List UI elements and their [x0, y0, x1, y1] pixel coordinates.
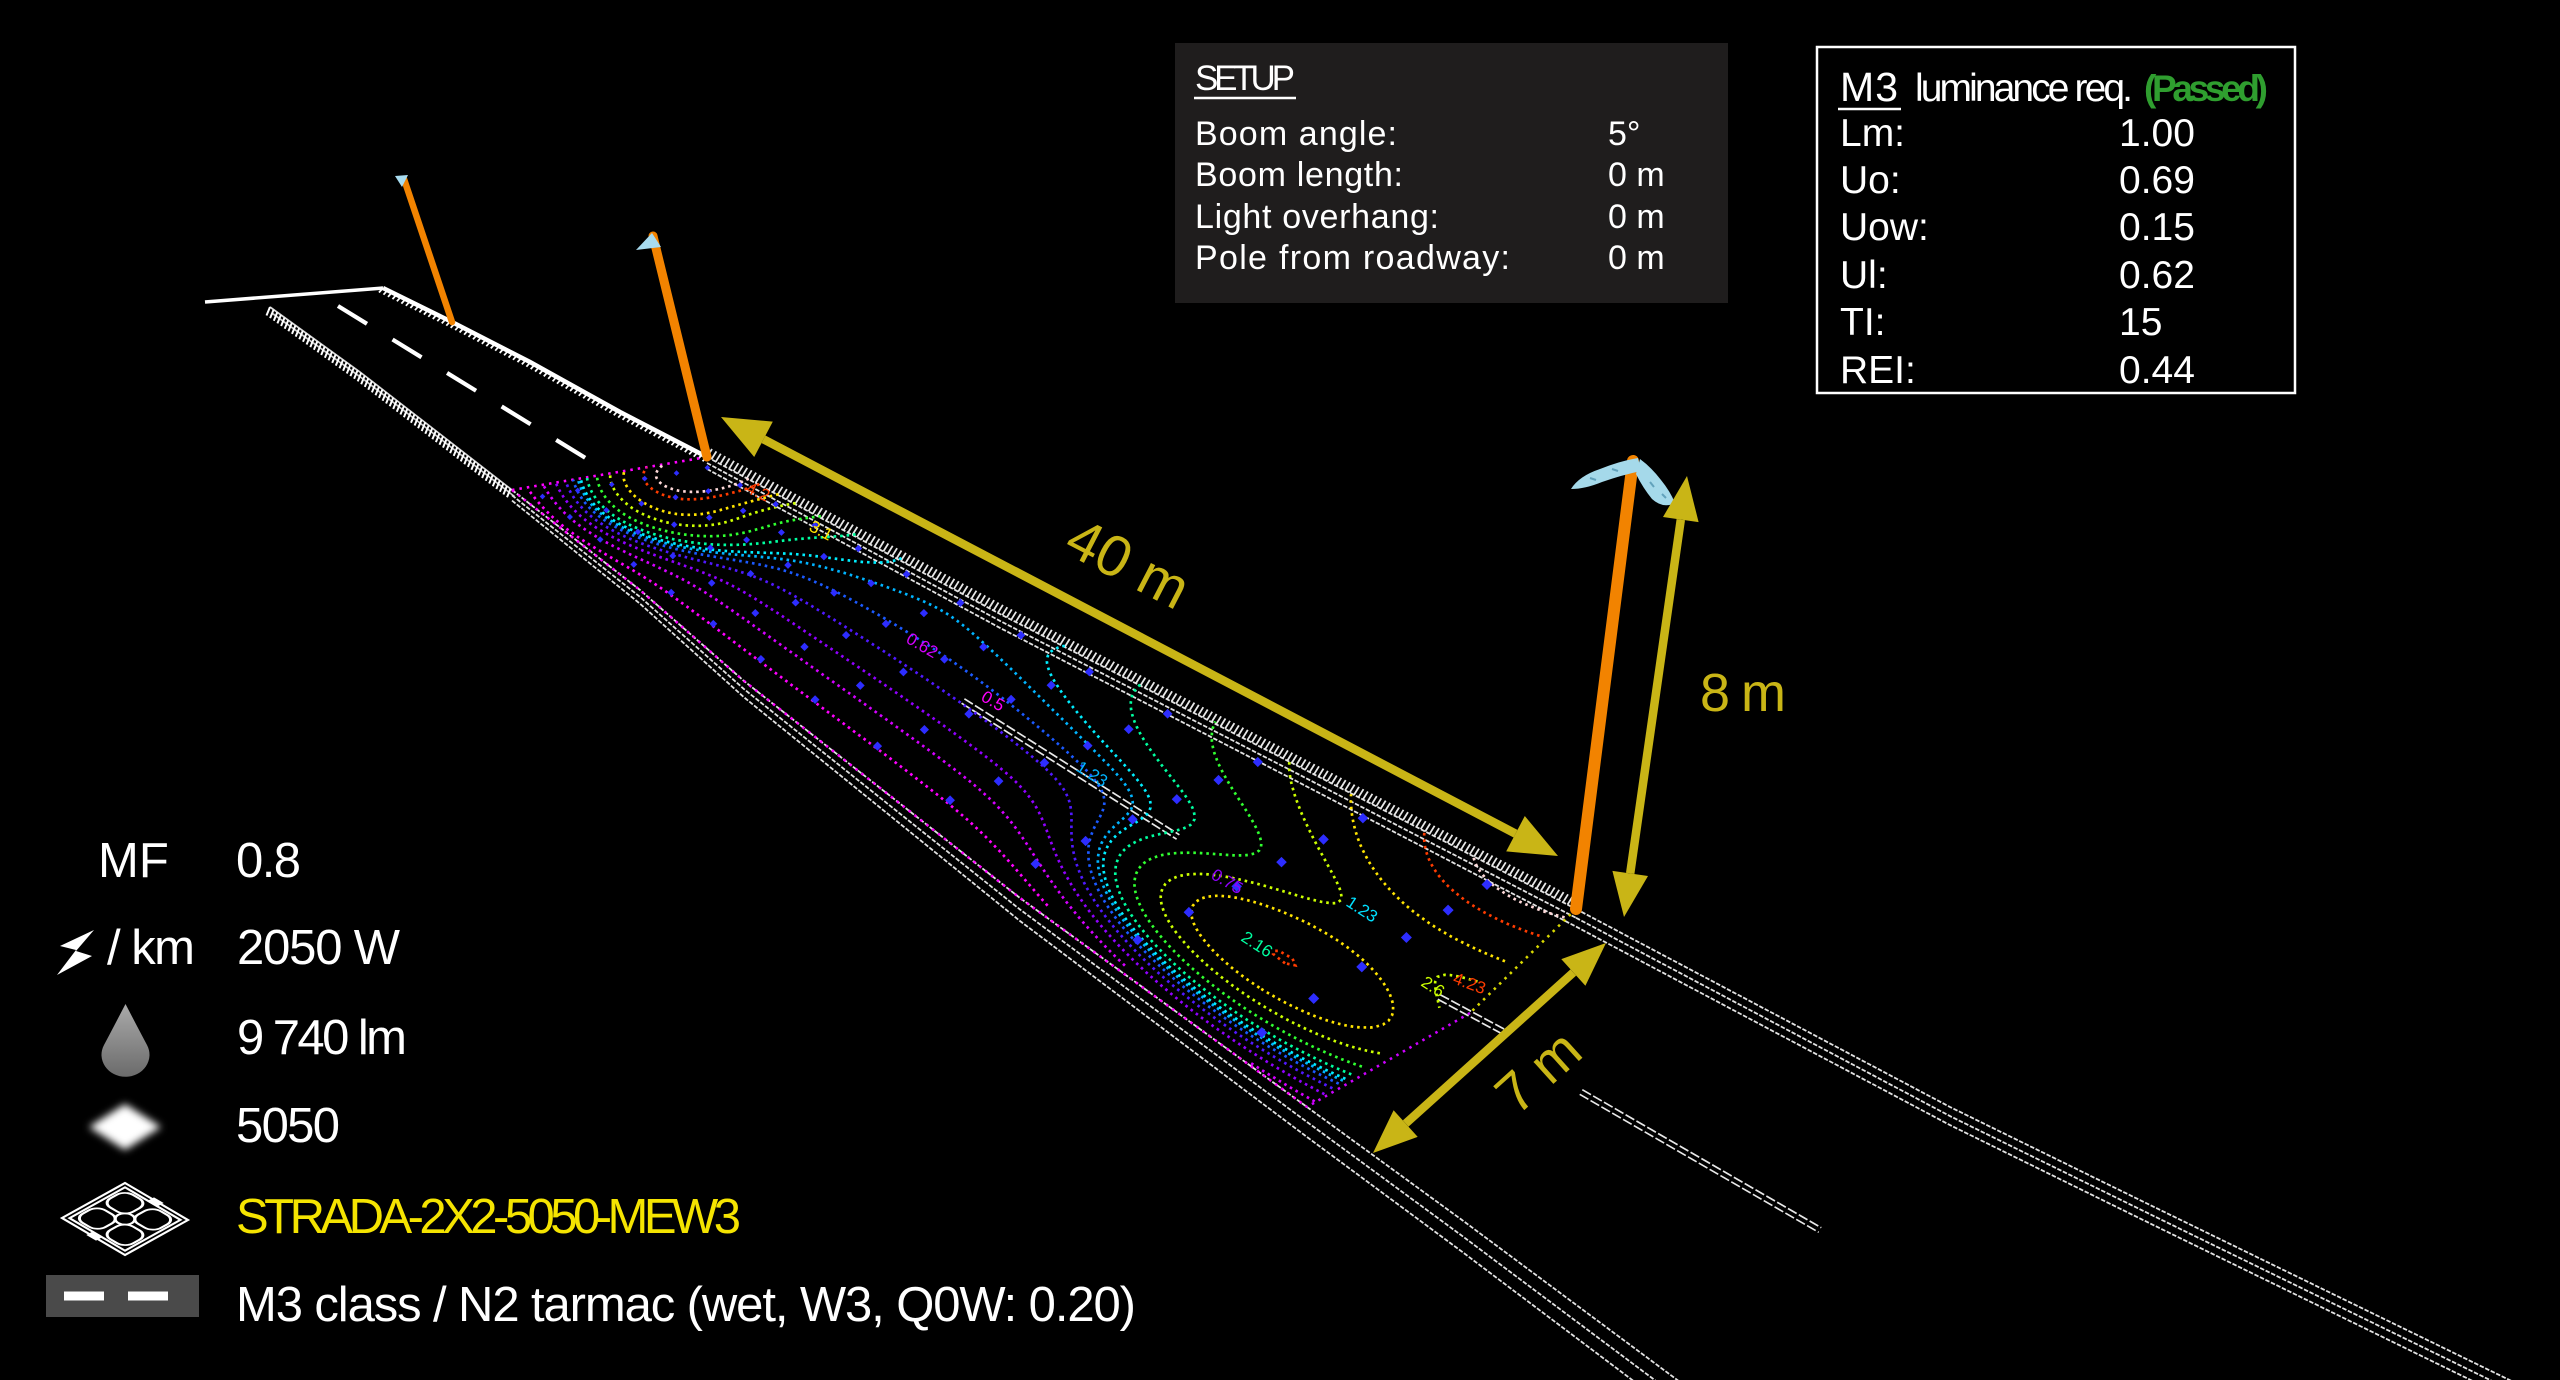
svg-text:Lm:: Lm: [1840, 112, 1905, 155]
svg-text:1.00: 1.00 [2119, 112, 2195, 155]
svg-text:0 m: 0 m [1608, 239, 1665, 277]
svg-text:0.15: 0.15 [2119, 206, 2195, 249]
svg-text:5°: 5° [1608, 115, 1641, 153]
svg-text:(Passed): (Passed) [2144, 68, 2268, 109]
svg-text:Boom angle:: Boom angle: [1195, 115, 1397, 153]
svg-text:2050 W: 2050 W [237, 921, 401, 975]
svg-text:0 m: 0 m [1608, 198, 1665, 236]
svg-text:M3 class / N2 tarmac (wet, W3,: M3 class / N2 tarmac (wet, W3, Q0W: 0.20… [236, 1278, 1136, 1332]
svg-text:Ul:: Ul: [1840, 254, 1888, 297]
svg-text:Uow:: Uow: [1840, 206, 1929, 249]
svg-text:luminance req.: luminance req. [1915, 67, 2133, 110]
svg-text:0 m: 0 m [1608, 156, 1665, 194]
svg-text:TI:: TI: [1840, 301, 1886, 344]
svg-text:M3: M3 [1840, 64, 1898, 110]
svg-text:15: 15 [2119, 301, 2162, 344]
svg-text:SETUP: SETUP [1195, 59, 1295, 98]
svg-text:REI:: REI: [1840, 349, 1916, 392]
svg-text:Boom length:: Boom length: [1195, 156, 1403, 194]
svg-text:0.69: 0.69 [2119, 159, 2195, 202]
svg-text:9 740 lm: 9 740 lm [237, 1011, 407, 1065]
svg-text:/ km: / km [107, 921, 195, 975]
svg-text:0.44: 0.44 [2119, 349, 2195, 392]
svg-text:Pole from roadway:: Pole from roadway: [1195, 239, 1510, 277]
svg-text:Light overhang:: Light overhang: [1195, 198, 1439, 236]
svg-text:MF: MF [98, 834, 169, 888]
svg-text:5050: 5050 [236, 1099, 340, 1153]
svg-text:8 m: 8 m [1700, 663, 1786, 723]
svg-text:STRADA-2X2-5050-MEW3: STRADA-2X2-5050-MEW3 [236, 1190, 741, 1244]
svg-text:0.8: 0.8 [236, 834, 301, 888]
svg-text:Uo:: Uo: [1840, 159, 1901, 202]
svg-text:0.62: 0.62 [2119, 254, 2195, 297]
